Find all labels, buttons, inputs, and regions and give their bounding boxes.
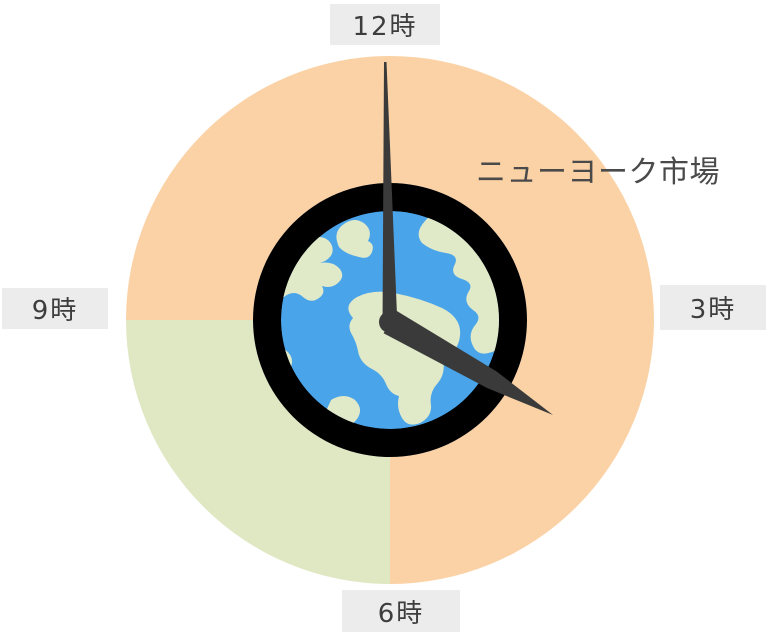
minute-hand	[382, 62, 398, 327]
ring-segment-main	[126, 56, 654, 584]
center-hub	[379, 311, 401, 333]
continent-central	[348, 291, 461, 425]
hour-label-9: 9時	[2, 288, 108, 329]
continent-top-cap	[336, 220, 373, 258]
hour-hand	[383, 310, 553, 415]
hour-label-12: 12時	[330, 4, 440, 45]
ring-segment-quadrant	[126, 320, 390, 584]
hour-label-3: 3時	[660, 285, 766, 330]
market-label: ニューヨーク市場	[476, 155, 720, 190]
hour-label-6: 6時	[342, 590, 460, 632]
